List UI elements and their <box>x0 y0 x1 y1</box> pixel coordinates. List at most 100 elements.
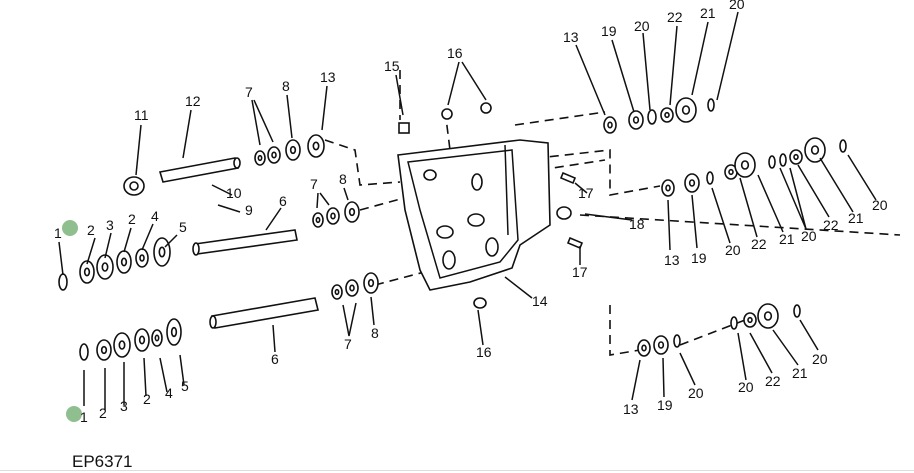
washer-bore <box>747 316 753 324</box>
assembly-lines <box>324 70 901 356</box>
callout: 2 <box>128 211 136 227</box>
washer-bore <box>688 179 696 187</box>
washer-bore <box>170 326 178 338</box>
callout-labels: 11 12 10 9 7 8 13 6 7 8 15 16 13 19 20 2… <box>54 0 888 425</box>
washer <box>768 155 776 169</box>
washer <box>706 171 714 185</box>
washer <box>793 304 801 318</box>
callout: 6 <box>279 193 287 209</box>
callout: 14 <box>532 293 548 309</box>
callout: 22 <box>667 9 683 25</box>
washer <box>58 273 68 291</box>
figure-id: EP6371 <box>72 452 133 471</box>
washer-bore <box>793 153 799 161</box>
callout: 10 <box>226 185 242 201</box>
callout: 20 <box>725 242 741 258</box>
callout: 5 <box>181 378 189 394</box>
leader-lines <box>58 11 877 410</box>
callout: 22 <box>751 236 767 252</box>
washer-bore <box>728 168 734 176</box>
washer-bore <box>154 334 160 342</box>
washer-bore <box>681 105 691 115</box>
washer-bore <box>289 145 297 155</box>
callout: 2 <box>87 222 95 238</box>
callout: 17 <box>578 185 594 201</box>
washer-bore <box>349 284 355 292</box>
callout: 13 <box>563 29 579 45</box>
callout: 8 <box>339 171 347 187</box>
callout: 6 <box>271 351 279 367</box>
washer <box>647 109 657 125</box>
callout: 20 <box>738 379 754 395</box>
washer-bore <box>101 262 109 272</box>
washer-bore <box>632 116 640 124</box>
callout: 1 <box>54 225 62 241</box>
callout: 13 <box>664 252 680 268</box>
callout: 2 <box>99 405 107 421</box>
washer-bore <box>810 145 820 155</box>
callout: 3 <box>120 398 128 414</box>
washer-bore <box>158 246 166 258</box>
washer-bore <box>641 344 647 352</box>
washer-bore <box>330 212 336 220</box>
washer-bore <box>664 111 670 119</box>
callout: 7 <box>344 336 352 352</box>
callout: 21 <box>700 5 716 21</box>
callout: 11 <box>134 107 149 123</box>
washer-bore <box>271 151 277 159</box>
callout: 16 <box>476 344 492 360</box>
annotation-marker <box>62 220 78 236</box>
housing-14 <box>397 139 551 291</box>
callout: 4 <box>151 208 159 224</box>
callout: 7 <box>310 176 318 192</box>
washer <box>839 139 847 153</box>
callout: 8 <box>371 325 379 341</box>
washer <box>79 343 89 361</box>
washer <box>673 334 681 348</box>
callout: 18 <box>629 216 645 232</box>
washer <box>707 98 715 112</box>
callout: 9 <box>245 202 253 218</box>
callout: 15 <box>384 58 400 74</box>
callout: 19 <box>691 250 707 266</box>
washer-bore <box>120 257 128 267</box>
callout: 20 <box>812 351 828 367</box>
washer <box>730 316 738 330</box>
washer-bore <box>138 335 146 345</box>
washer-bore <box>367 278 375 288</box>
washer-bore <box>334 288 340 296</box>
washer-bore <box>348 207 356 217</box>
washer-bore <box>607 121 613 129</box>
callout: 7 <box>245 84 253 100</box>
divider <box>0 470 914 471</box>
callout: 13 <box>320 69 336 85</box>
callout: 5 <box>179 219 187 235</box>
washer-bore <box>657 341 665 349</box>
callout: 19 <box>657 397 673 413</box>
callout: 17 <box>572 264 588 280</box>
washer-bore <box>118 340 126 350</box>
shaft-12 <box>158 157 241 183</box>
washer-bore <box>665 184 671 192</box>
washer-bore <box>139 254 145 262</box>
shaft-6-lower <box>209 297 319 329</box>
shaft-6-upper <box>192 229 298 256</box>
washer-bore <box>763 311 773 321</box>
callout: 1 <box>80 409 88 425</box>
callout: 20 <box>634 18 650 34</box>
callout: 16 <box>447 45 463 61</box>
small-parts <box>398 102 584 309</box>
callout: 2 <box>143 391 151 407</box>
callout: 20 <box>688 385 704 401</box>
gear-11 <box>123 176 145 196</box>
washer <box>779 153 787 167</box>
callout: 8 <box>282 78 290 94</box>
callout: 20 <box>872 197 888 213</box>
callout: 21 <box>792 365 808 381</box>
callout: 12 <box>185 93 201 109</box>
callout: 20 <box>801 228 817 244</box>
washers-and-gears <box>58 97 847 361</box>
washer-bore <box>257 154 263 162</box>
